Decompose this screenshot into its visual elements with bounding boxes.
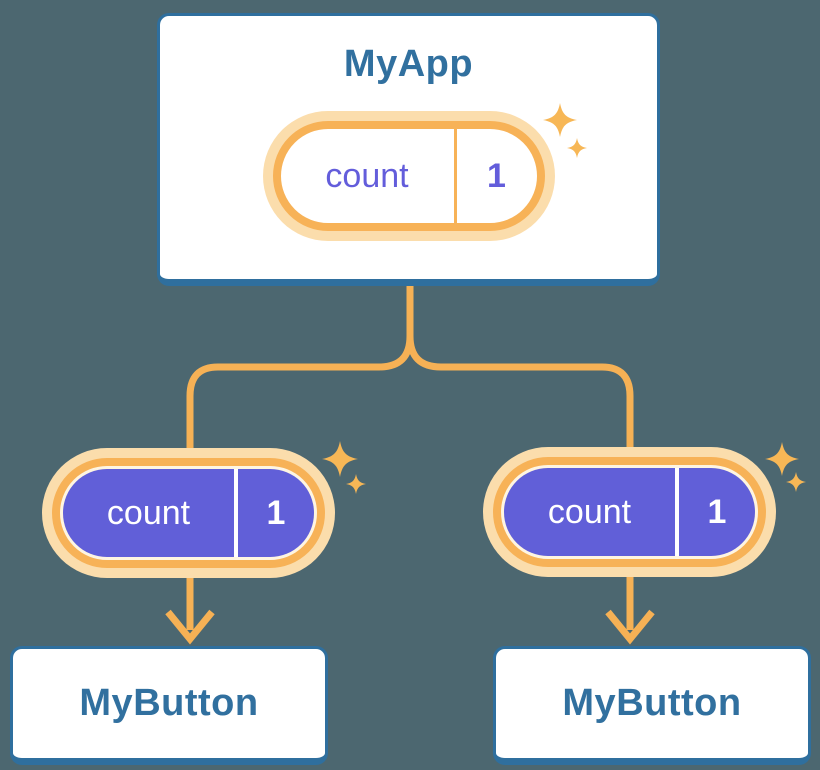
arrow-down-icon [165, 574, 215, 645]
state-pill-core: count 1 [63, 469, 314, 557]
component-card-mybutton-left: MyButton [10, 646, 328, 765]
branch-line-left [186, 284, 414, 462]
component-title: MyButton [79, 682, 259, 724]
state-pill-ring: count 1 [272, 121, 545, 231]
state-pill-left: count 1 [42, 448, 335, 578]
state-value: 1 [266, 493, 286, 532]
arrow-down-icon [605, 574, 655, 645]
state-name-label: count [547, 492, 632, 531]
state-pill-right: count 1 [483, 447, 776, 577]
sparkle-icon [765, 442, 799, 476]
pill-divider [453, 129, 457, 223]
state-value: 1 [707, 492, 727, 531]
pill-divider [234, 469, 238, 557]
component-card-mybutton-right: MyButton [493, 646, 811, 765]
state-pill-ring: count 1 [493, 457, 766, 567]
state-pill-ring: count 1 [52, 458, 325, 568]
state-name-label: count [325, 156, 409, 195]
sparkle-icon [346, 474, 366, 494]
pill-divider [675, 468, 679, 556]
state-name-label: count [106, 493, 191, 532]
sparkle-icon [786, 472, 806, 492]
component-card-myapp: MyApp count 1 [157, 13, 660, 286]
state-pill-core: count 1 [504, 468, 755, 556]
state-value: 1 [487, 156, 506, 195]
state-pill: count 1 [262, 111, 555, 241]
component-title: MyButton [562, 682, 742, 724]
component-title: MyApp [343, 43, 474, 85]
sparkle-icon [322, 441, 358, 477]
branch-line-right [406, 284, 634, 462]
